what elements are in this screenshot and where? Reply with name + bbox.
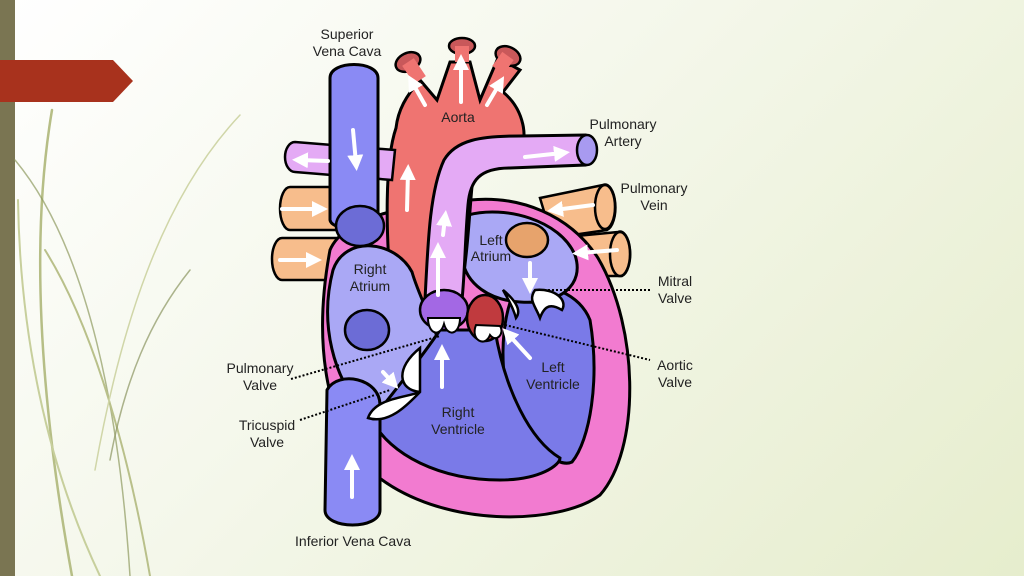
label-mitral-valve-line2: Valve xyxy=(658,290,692,306)
label-left-atrium-line2: Atrium xyxy=(471,248,511,264)
label-left-atrium-line1: Left xyxy=(479,232,502,248)
tricuspid-valve-shape xyxy=(366,345,422,421)
label-aortic-valve-line1: Aortic xyxy=(657,357,693,373)
blood-flow-arrows xyxy=(278,54,619,499)
label-pulmonary-artery-line1: Pulmonary xyxy=(590,116,657,132)
sidebar-stripe xyxy=(0,0,15,576)
aortic-valve-shape xyxy=(465,293,505,343)
label-pulmonary-vein-line2: Vein xyxy=(640,197,667,213)
mitral-valve-shape xyxy=(501,288,565,322)
label-mitral-valve-line1: Mitral xyxy=(658,273,692,289)
label-tricuspid-valve-line1: Tricuspid xyxy=(239,417,295,433)
label-right-atrium-line2: Atrium xyxy=(350,278,390,294)
label-pulmonary-artery-line2: Artery xyxy=(604,133,641,149)
label-inferior-vena-cava: Inferior Vena Cava xyxy=(295,533,411,549)
label-superior-vena-cava-line2: Vena Cava xyxy=(313,43,382,59)
label-tricuspid-valve-line2: Valve xyxy=(250,434,284,450)
label-aortic-valve-line2: Valve xyxy=(658,374,692,390)
title-flag xyxy=(0,60,133,102)
pulmonary-artery-vessel xyxy=(423,133,599,302)
label-left-ventricle-line1: Left xyxy=(541,359,564,375)
label-right-atrium-line1: Right xyxy=(354,261,387,277)
label-pulmonary-vein-line1: Pulmonary xyxy=(621,180,688,196)
label-superior-vena-cava-line1: Superior xyxy=(321,26,374,42)
label-right-ventricle-line1: Right xyxy=(442,404,475,420)
vena-cava-vessel xyxy=(323,63,391,527)
label-right-ventricle-line2: Ventricle xyxy=(431,421,485,437)
pulmonary-vein-opening xyxy=(504,221,550,259)
label-pulmonary-valve-line1: Pulmonary xyxy=(227,360,294,376)
label-aorta: Aorta xyxy=(441,109,475,125)
ivc-opening xyxy=(343,308,391,352)
label-pulmonary-valve-line2: Valve xyxy=(243,377,277,393)
decorative-curves xyxy=(14,108,241,576)
label-left-ventricle-line2: Ventricle xyxy=(526,376,580,392)
svc-opening xyxy=(334,204,386,248)
leader-lines xyxy=(290,289,651,421)
